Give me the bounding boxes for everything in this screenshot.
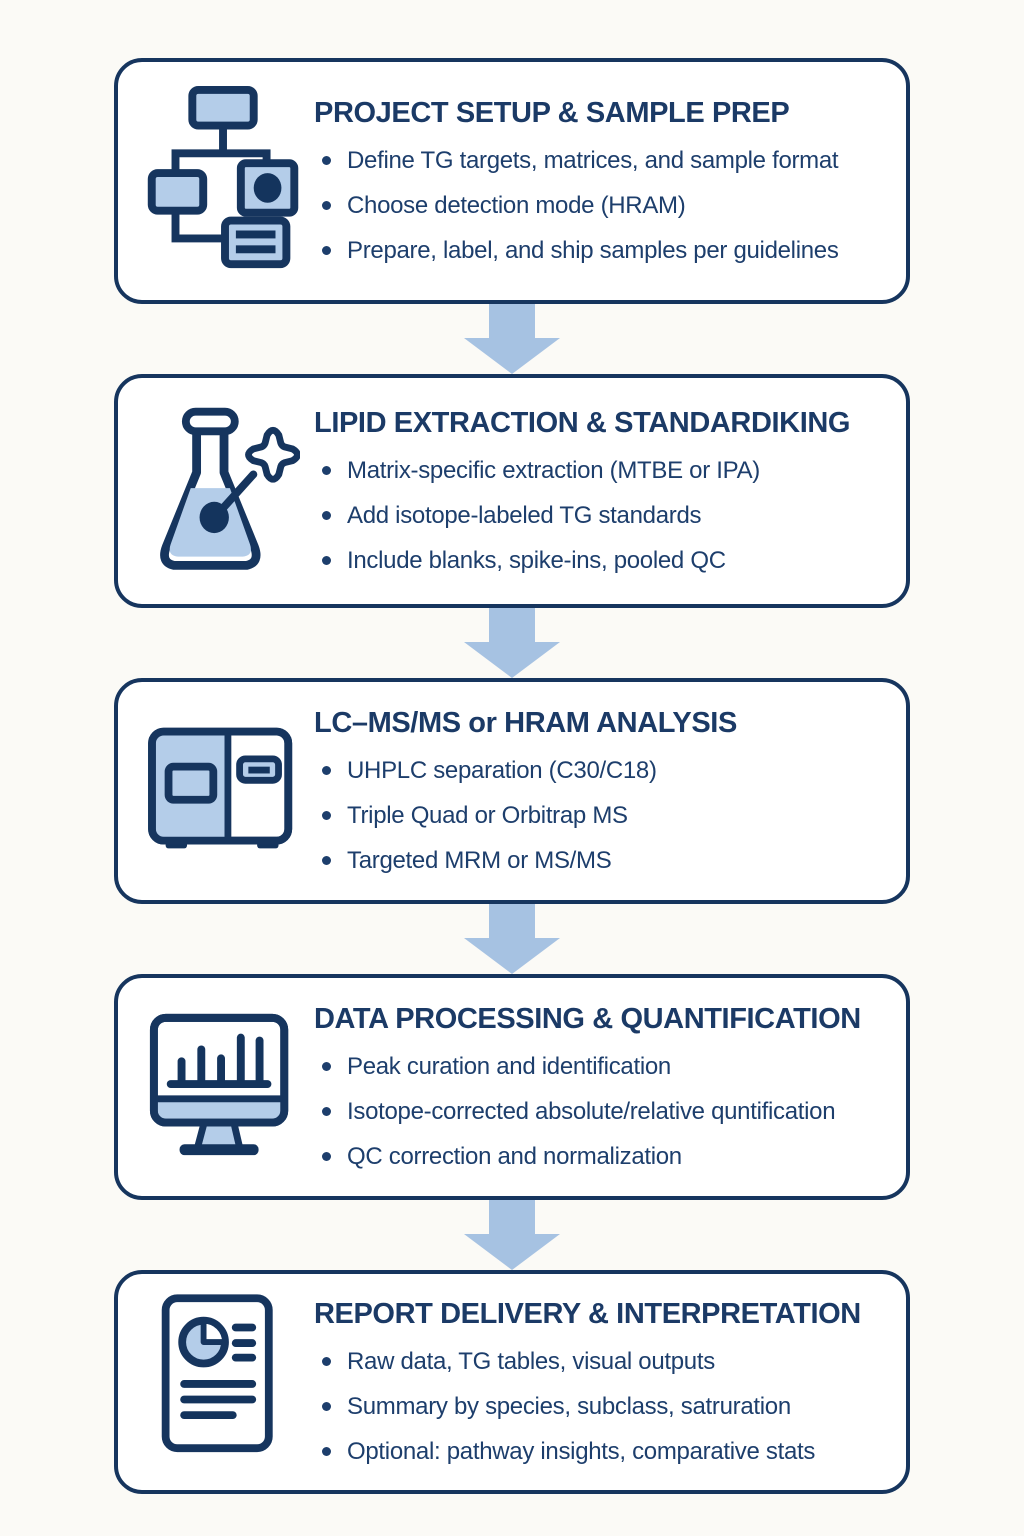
step-card-lcms-analysis: LC–MS/MS or HRAM ANALYSIS UHPLC separati… [114,678,910,904]
down-arrow-icon [464,904,560,974]
flask-icon [160,407,300,570]
flow-connector [114,904,910,974]
bullet-item: Peak curation and identification [314,1053,886,1081]
step-title: REPORT DELIVERY & INTERPRETATION [314,1298,861,1330]
step-text-column: LC–MS/MS or HRAM ANALYSIS UHPLC separati… [314,707,890,875]
down-arrow-icon [464,1200,560,1270]
step-bullet-list: Raw data, TG tables, visual outputs Summ… [314,1348,886,1466]
bullet-item: Summary by species, subclass, satruratio… [314,1393,886,1421]
org-chart-icon [147,85,299,269]
bullet-item: Targeted MRM or MS/MS [314,847,886,875]
flow-connector [114,1200,910,1270]
bullet-item: Prepare, label, and ship samples per gui… [314,237,886,265]
step-card-project-setup: PROJECT SETUP & SAMPLE PREP Define TG ta… [114,58,910,304]
step-bullet-list: UHPLC separation (C30/C18) Triple Quad o… [314,757,886,875]
bullet-item: Triple Quad or Orbitrap MS [314,802,886,830]
step-title: DATA PROCESSING & QUANTIFICATION [314,1003,861,1035]
down-arrow-icon [464,304,560,374]
step-text-column: DATA PROCESSING & QUANTIFICATION Peak cu… [314,1003,890,1171]
bullet-item: Matrix-specific extraction (MTBE or IPA) [314,457,886,485]
step-icon-column [136,82,314,280]
bullet-item: Isotope-corrected absolute/relative qunt… [314,1098,886,1126]
step-bullet-list: Define TG targets, matrices, and sample … [314,147,886,265]
step-text-column: LIPID EXTRACTION & STANDARDIKING Matrix-… [314,407,890,575]
mass-spec-instrument-icon [148,727,293,849]
step-icon-column [136,1008,314,1166]
bullet-item: Include blanks, spike-ins, pooled QC [314,547,886,575]
down-arrow-icon [464,608,560,678]
flow-connector [114,608,910,678]
step-bullet-list: Matrix-specific extraction (MTBE or IPA)… [314,457,886,575]
step-card-lipid-extraction: LIPID EXTRACTION & STANDARDIKING Matrix-… [114,374,910,608]
step-text-column: REPORT DELIVERY & INTERPRETATION Raw dat… [314,1298,890,1466]
step-bullet-list: Peak curation and identification Isotope… [314,1053,886,1171]
bullet-item: UHPLC separation (C30/C18) [314,757,886,785]
bullet-item: QC correction and normalization [314,1143,886,1171]
step-text-column: PROJECT SETUP & SAMPLE PREP Define TG ta… [314,97,890,265]
report-document-icon [161,1294,273,1453]
monitor-chart-icon [149,1013,289,1156]
step-icon-column [136,718,314,864]
flow-connector [114,304,910,374]
workflow-diagram: PROJECT SETUP & SAMPLE PREP Define TG ta… [114,0,910,1494]
step-title: LC–MS/MS or HRAM ANALYSIS [314,707,737,739]
step-title: LIPID EXTRACTION & STANDARDIKING [314,407,851,439]
step-icon-column [136,398,314,584]
bullet-item: Raw data, TG tables, visual outputs [314,1348,886,1376]
step-icon-column [136,1294,314,1470]
bullet-item: Optional: pathway insights, comparative … [314,1438,886,1466]
step-card-report-delivery: REPORT DELIVERY & INTERPRETATION Raw dat… [114,1270,910,1494]
bullet-item: Define TG targets, matrices, and sample … [314,147,886,175]
bullet-item: Add isotope-labeled TG standards [314,502,886,530]
step-card-data-processing: DATA PROCESSING & QUANTIFICATION Peak cu… [114,974,910,1200]
step-title: PROJECT SETUP & SAMPLE PREP [314,97,790,129]
bullet-item: Choose detection mode (HRAM) [314,192,886,220]
